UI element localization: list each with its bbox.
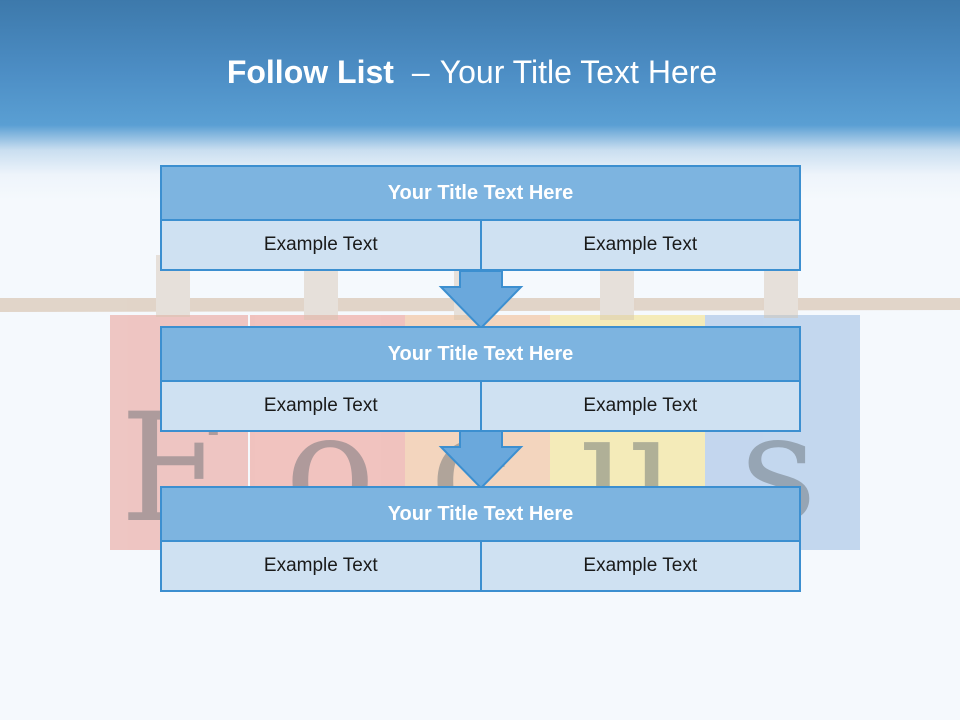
list-block-cell-right: Example Text xyxy=(481,221,801,271)
slide-title-bold: Follow List xyxy=(226,54,394,90)
list-block-row: Example Text Example Text xyxy=(160,542,801,592)
list-block-cell-left: Example Text xyxy=(160,542,482,592)
clothespin-4 xyxy=(600,262,634,320)
list-block-title: Your Title Text Here xyxy=(160,486,801,542)
down-arrow-icon xyxy=(438,430,524,490)
list-block-row: Example Text Example Text xyxy=(160,382,801,432)
list-block-row: Example Text Example Text xyxy=(160,221,801,271)
list-block-cell-right: Example Text xyxy=(481,382,801,432)
list-block-1: Your Title Text Here Example Text Exampl… xyxy=(160,165,801,271)
list-block-cell-right: Example Text xyxy=(481,542,801,592)
slide-title: Follow List–Your Title Text Here xyxy=(0,54,944,91)
clothespin-2 xyxy=(304,262,338,320)
list-block-2: Your Title Text Here Example Text Exampl… xyxy=(160,326,801,432)
slide-title-rest: Your Title Text Here xyxy=(439,54,718,90)
list-block-cell-left: Example Text xyxy=(160,382,482,432)
list-block-3: Your Title Text Here Example Text Exampl… xyxy=(160,486,801,592)
list-block-title: Your Title Text Here xyxy=(160,326,801,382)
list-block-cell-left: Example Text xyxy=(160,221,482,271)
slide-title-dash: – xyxy=(411,54,430,90)
down-arrow-icon xyxy=(438,270,524,330)
list-block-title: Your Title Text Here xyxy=(160,165,801,221)
